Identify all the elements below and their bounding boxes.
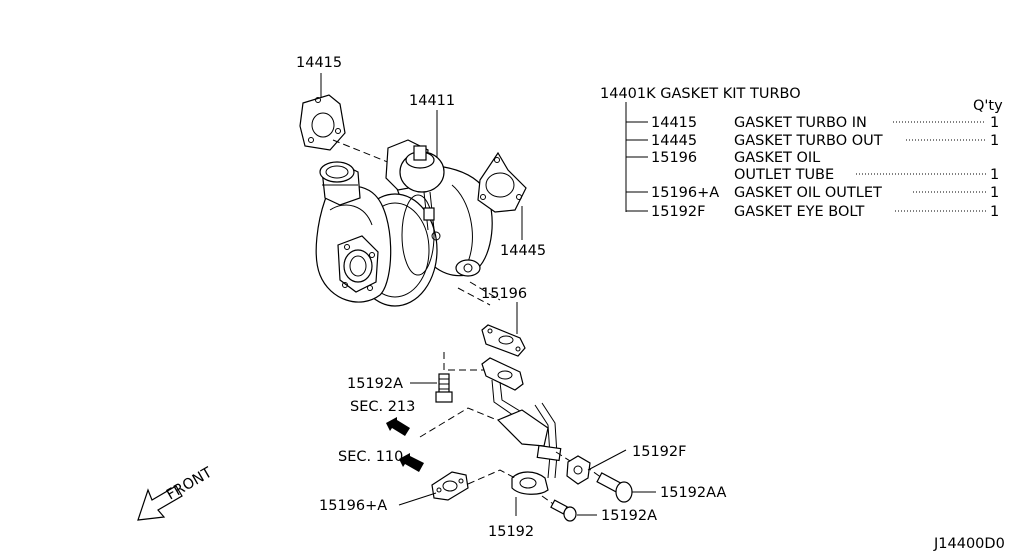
eye-bolt-gasket xyxy=(566,455,591,485)
front-label: FRONT xyxy=(164,465,215,504)
callout-15192a-top: 15192A xyxy=(347,376,403,392)
gasket-oil-outlet xyxy=(431,471,469,501)
kit-part-name: GASKET TURBO OUT xyxy=(734,133,883,149)
section-ref-110: SEC. 110 xyxy=(338,449,403,465)
section-ref-213: SEC. 213 xyxy=(350,399,415,415)
outline-arrow-icon xyxy=(137,485,183,521)
dashed-guide xyxy=(332,139,396,166)
kit-part-number: 15192F xyxy=(651,204,705,220)
gasket-turbo-out xyxy=(477,151,527,213)
callout-14411: 14411 xyxy=(409,93,455,109)
kit-part-name: GASKET TURBO IN xyxy=(734,115,867,131)
kit-part-name-line2: OUTLET TUBE xyxy=(734,167,834,183)
dashed-guide xyxy=(443,352,484,371)
solid-arrow-icon xyxy=(386,417,410,436)
dashed-guide xyxy=(467,469,516,485)
callout-15196a: 15196+A xyxy=(319,498,387,514)
kit-part-name: GASKET OIL xyxy=(734,150,820,166)
dashed-guide xyxy=(457,287,491,306)
bolt-15192a-top xyxy=(435,373,453,403)
dashed-guide xyxy=(555,451,579,467)
solid-arrow-icon xyxy=(399,453,424,472)
turbocharger xyxy=(315,139,493,307)
dashed-guide xyxy=(419,407,498,438)
diagram-id: J14400D0 xyxy=(933,536,1005,552)
gasket-kit-table: 14401K GASKET KIT TURBO Q'ty 14415 GASKE… xyxy=(600,86,1003,220)
eye-bolt xyxy=(596,472,633,503)
kit-title: 14401K GASKET KIT TURBO xyxy=(600,86,801,102)
bolt-15192a-bottom xyxy=(550,499,577,522)
kit-qty: 1 xyxy=(990,133,999,149)
kit-row: 14415 GASKET TURBO IN 1 xyxy=(626,115,999,131)
leader-15196a xyxy=(398,492,437,506)
callout-14445: 14445 xyxy=(500,243,546,259)
kit-row: 15192F GASKET EYE BOLT 1 xyxy=(626,204,999,220)
oil-outlet-tube xyxy=(481,357,562,495)
leader-15192f xyxy=(587,449,627,471)
dashed-guide xyxy=(469,281,501,301)
kit-qty: 1 xyxy=(990,115,999,131)
callout-15192aa: 15192AA xyxy=(660,485,726,501)
callout-15192f: 15192F xyxy=(632,444,686,460)
kit-row: 15196 GASKET OIL OUTLET TUBE 1 xyxy=(626,150,999,183)
gasket-oil-outlet-tube xyxy=(481,324,526,357)
kit-part-number: 14445 xyxy=(651,133,697,149)
kit-part-name: GASKET OIL OUTLET xyxy=(734,185,882,201)
kit-qty: 1 xyxy=(990,204,999,220)
kit-row: 14445 GASKET TURBO OUT 1 xyxy=(626,133,999,149)
callout-15196: 15196 xyxy=(481,286,527,302)
kit-part-number: 14415 xyxy=(651,115,697,131)
kit-qty: 1 xyxy=(990,185,999,201)
callout-15192: 15192 xyxy=(488,524,534,540)
kit-qty: 1 xyxy=(990,167,999,183)
kit-part-number: 15196 xyxy=(651,150,697,166)
kit-part-name: GASKET EYE BOLT xyxy=(734,204,864,220)
kit-row: 15196+A GASKET OIL OUTLET 1 xyxy=(626,185,999,201)
callout-15192a-bottom: 15192A xyxy=(601,508,657,524)
callout-14415: 14415 xyxy=(296,55,342,71)
kit-part-number: 15196+A xyxy=(651,185,719,201)
qty-header: Q'ty xyxy=(973,98,1003,114)
